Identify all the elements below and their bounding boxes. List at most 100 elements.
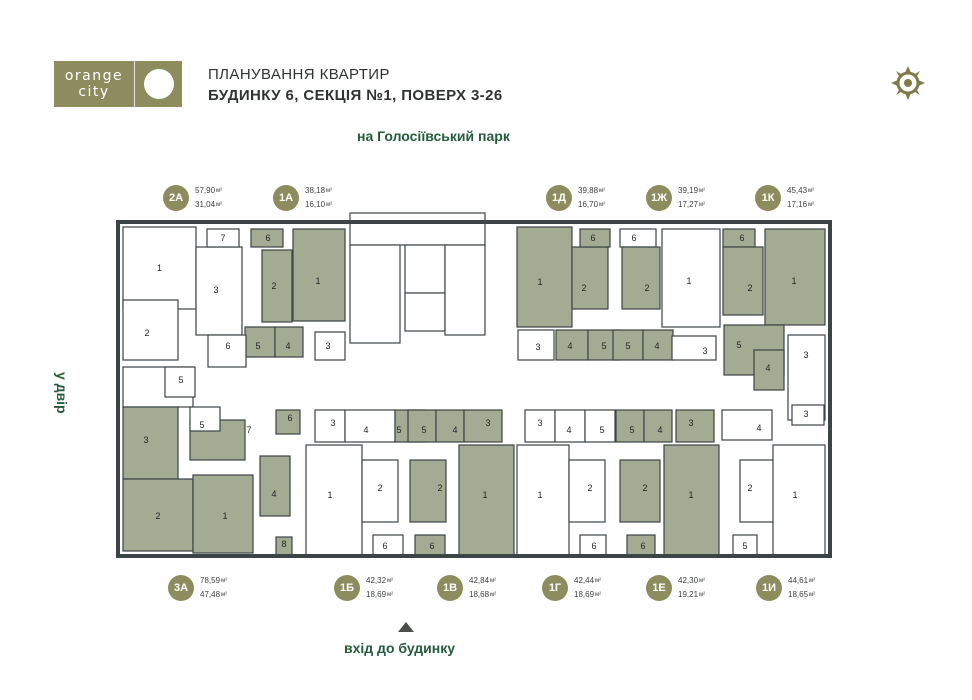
- apartment-badge: 1Ж: [646, 185, 672, 211]
- room-number: 1: [686, 276, 691, 286]
- area-unit: м²: [387, 578, 394, 584]
- room-number: 1: [482, 490, 487, 500]
- apartment-label-1e[interactable]: 1Е 42,30м² 19,21м²: [646, 574, 705, 602]
- room-number: 5: [625, 341, 630, 351]
- logo-text: orange city: [54, 68, 134, 100]
- living-room: [663, 444, 720, 556]
- room-number: 6: [225, 341, 230, 351]
- living-area: 19,21: [678, 590, 699, 599]
- apartment-areas: 44,61м² 18,65м²: [788, 574, 815, 602]
- living-area: 17,16: [787, 200, 808, 209]
- room-number: 2: [642, 483, 647, 493]
- living-room: [463, 409, 503, 443]
- service-room: [517, 329, 555, 361]
- room-number: 3: [535, 342, 540, 352]
- living-area: 18,69: [574, 590, 595, 599]
- total-area: 78,59: [200, 576, 221, 585]
- area-unit: м²: [809, 578, 816, 584]
- room-number: 1: [157, 263, 162, 273]
- area-unit: м²: [699, 592, 706, 598]
- apartment-label-1k[interactable]: 1К 45,43м² 17,16м²: [755, 184, 814, 212]
- room-number: 3: [330, 418, 335, 428]
- apartment-badge: 1И: [756, 575, 782, 601]
- apartment-label-1v[interactable]: 1В 42,84м² 18,68м²: [437, 574, 496, 602]
- service-room: [404, 292, 446, 332]
- apartment-label-2a[interactable]: 2А 57,90м² 31,04м²: [163, 184, 222, 212]
- apartment-label-1i[interactable]: 1И 44,61м² 18,65м²: [756, 574, 815, 602]
- room-number: 4: [566, 425, 571, 435]
- total-area: 42,84: [469, 576, 490, 585]
- living-room: [753, 349, 785, 391]
- entrance-arrow-icon: [398, 622, 414, 632]
- apartment-label-1b[interactable]: 1Б 42,32м² 18,69м²: [334, 574, 393, 602]
- room-number: 3: [537, 418, 542, 428]
- title-line1: ПЛАНУВАННЯ КВАРТИР: [208, 66, 390, 83]
- area-unit: м²: [808, 188, 815, 194]
- apartment-badge: 1В: [437, 575, 463, 601]
- room-number: 1: [315, 276, 320, 286]
- service-room: [444, 244, 486, 336]
- apartment-areas: 39,19м² 17,27м²: [678, 184, 705, 212]
- living-room: [409, 459, 447, 523]
- service-room: [619, 228, 657, 248]
- living-room: [722, 246, 764, 316]
- living-room: [643, 409, 673, 443]
- apartment-badge: 1Г: [542, 575, 568, 601]
- room-number: 1: [222, 511, 227, 521]
- service-room: [554, 409, 586, 443]
- service-room: [349, 212, 486, 246]
- room-number: 1: [792, 490, 797, 500]
- room-number: 4: [657, 425, 662, 435]
- area-unit: м²: [326, 202, 333, 208]
- room-number: 3: [803, 409, 808, 419]
- living-room: [192, 474, 254, 554]
- room-number: 2: [155, 511, 160, 521]
- compass-icon: [891, 66, 925, 100]
- room-number: 1: [327, 490, 332, 500]
- apartment-label-1d[interactable]: 1Д 39,88м² 16,70м²: [546, 184, 605, 212]
- apartment-areas: 45,43м² 17,16м²: [787, 184, 814, 212]
- service-room: [207, 334, 247, 368]
- service-room: [164, 366, 196, 398]
- living-room: [407, 409, 437, 443]
- area-unit: м²: [221, 578, 228, 584]
- room-number: 5: [599, 425, 604, 435]
- living-room: [516, 226, 573, 328]
- living-area: 18,65: [788, 590, 809, 599]
- apartment-label-1g[interactable]: 1Г 42,44м² 18,69м²: [542, 574, 601, 602]
- area-unit: м²: [216, 188, 223, 194]
- living-area: 31,04: [195, 200, 216, 209]
- living-room: [122, 406, 179, 480]
- room-number: 6: [739, 233, 744, 243]
- room-number: 3: [143, 435, 148, 445]
- area-unit: м²: [595, 578, 602, 584]
- room-number: 4: [567, 341, 572, 351]
- apartment-label-1a[interactable]: 1А 38,18м² 16,10м²: [273, 184, 332, 212]
- total-area: 42,30: [678, 576, 699, 585]
- living-room: [458, 444, 515, 556]
- logo-circle-icon: [144, 69, 174, 99]
- living-room: [261, 249, 293, 323]
- logo-divider: [134, 61, 135, 107]
- room-number: 2: [747, 483, 752, 493]
- room-number: 4: [271, 489, 276, 499]
- apartment-badge: 1Б: [334, 575, 360, 601]
- area-unit: м²: [387, 592, 394, 598]
- apartment-label-1zh[interactable]: 1Ж 39,19м² 17,27м²: [646, 184, 705, 212]
- room-number: 1: [537, 490, 542, 500]
- room-number: 8: [281, 539, 286, 549]
- area-unit: м²: [808, 202, 815, 208]
- living-room: [612, 329, 644, 361]
- room-number: 6: [429, 541, 434, 551]
- service-room: [189, 406, 221, 432]
- apartment-label-3a[interactable]: 3А 78,59м² 47,48м²: [168, 574, 227, 602]
- room-number: 6: [591, 541, 596, 551]
- room-number: 3: [485, 418, 490, 428]
- room-number: 6: [640, 541, 645, 551]
- total-area: 45,43: [787, 186, 808, 195]
- area-unit: м²: [490, 592, 497, 598]
- room-number: 3: [213, 285, 218, 295]
- apartment-areas: 42,32м² 18,69м²: [366, 574, 393, 602]
- room-number: 4: [654, 341, 659, 351]
- living-room: [275, 409, 301, 435]
